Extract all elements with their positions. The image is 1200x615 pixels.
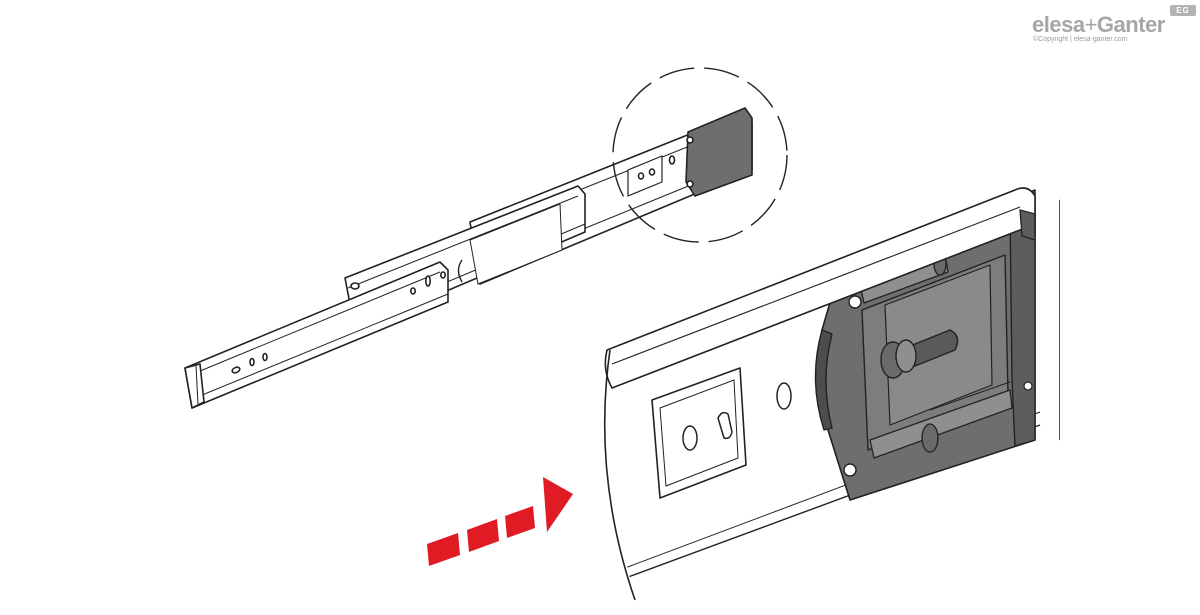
front-bracket bbox=[184, 363, 205, 409]
brand-name: elesa+Ganter bbox=[1032, 12, 1165, 38]
drawer-slide bbox=[184, 107, 753, 409]
embossed-pad bbox=[651, 367, 747, 499]
enlarged-detail bbox=[603, 187, 1060, 601]
brand-name-part2: Ganter bbox=[1096, 12, 1165, 37]
rear-catch-small bbox=[685, 107, 753, 197]
dashed-right-arrow-icon bbox=[427, 477, 573, 566]
brand-badge: EG bbox=[1170, 5, 1196, 16]
detail-circle-icon bbox=[612, 67, 788, 243]
brand-logo: elesa+Ganter EG ©Copyright | elesa-gante… bbox=[1030, 5, 1198, 48]
brand-copyright: ©Copyright | elesa-ganter.com bbox=[1033, 36, 1128, 43]
brand-name-separator: + bbox=[1084, 12, 1098, 37]
brand-name-part1: elesa bbox=[1032, 12, 1085, 37]
